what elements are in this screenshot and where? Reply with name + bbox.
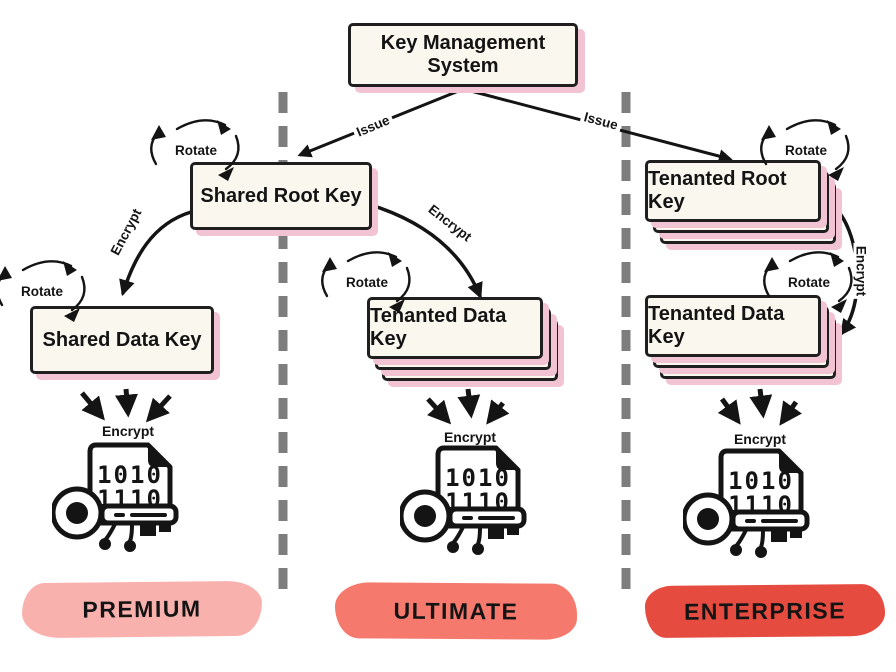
rotate-label: Rotate xyxy=(346,275,388,290)
shared-data-key-label: Shared Data Key xyxy=(42,328,202,351)
rotate-icon: Rotate xyxy=(321,251,411,313)
binary-row: 1010 xyxy=(728,467,794,495)
key-document-icon: 1010 1110 xyxy=(400,445,527,555)
encrypt-label-right: Encrypt xyxy=(853,242,869,300)
tenanted-data-key-label: Tenanted Data Key xyxy=(648,303,785,348)
rotate-label: Rotate xyxy=(21,284,63,299)
tenanted-data-key-label: Tenanted Data Key xyxy=(370,305,507,350)
encrypt-label-shared: Encrypt xyxy=(106,203,146,261)
key-document-icon: 1010 1110 xyxy=(52,442,179,552)
encrypt-target-label: Encrypt xyxy=(101,423,155,439)
tier-badge-enterprise: ENTERPRISE xyxy=(644,583,886,639)
binary-row: 1010 xyxy=(97,461,163,489)
kms-box: Key Management System xyxy=(348,23,578,87)
shared-root-key-label: Shared Root Key xyxy=(200,184,362,207)
rotate-label: Rotate xyxy=(175,143,217,158)
shared-root-key-box: Shared Root Key xyxy=(190,162,372,230)
encrypt-target-label: Encrypt xyxy=(443,429,497,445)
tier-badge-ultimate: ULTIMATE xyxy=(334,582,578,640)
tenanted-data-key-box-right: Tenanted Data Key xyxy=(645,295,821,357)
rotate-icon: Rotate xyxy=(763,251,853,313)
rotate-label: Rotate xyxy=(785,143,827,158)
tenanted-root-key-box: Tenanted Root Key xyxy=(645,160,821,222)
tier-label: ULTIMATE xyxy=(393,597,519,624)
issue-label-right: Issue xyxy=(579,108,623,134)
issue-label-left: Issue xyxy=(351,111,395,141)
encrypt-label-mid: Encrypt xyxy=(423,199,477,247)
kms-box-label: Key Management System xyxy=(380,32,546,77)
tenanted-root-key-label: Tenanted Root Key xyxy=(648,168,787,213)
rotate-icon: Rotate xyxy=(760,119,850,181)
encrypt-target-label: Encrypt xyxy=(733,431,787,447)
shared-data-key-box: Shared Data Key xyxy=(30,306,214,374)
tier-label: PREMIUM xyxy=(82,595,202,623)
binary-row: 1010 xyxy=(445,464,511,492)
rotate-icon: Rotate xyxy=(0,260,86,322)
tier-badge-premium: PREMIUM xyxy=(21,580,263,639)
key-document-icon: 1010 1110 xyxy=(683,448,810,558)
rotate-label: Rotate xyxy=(788,275,830,290)
tier-label: ENTERPRISE xyxy=(683,596,847,625)
rotate-icon: Rotate xyxy=(150,119,240,181)
converge-arrows xyxy=(80,388,802,426)
